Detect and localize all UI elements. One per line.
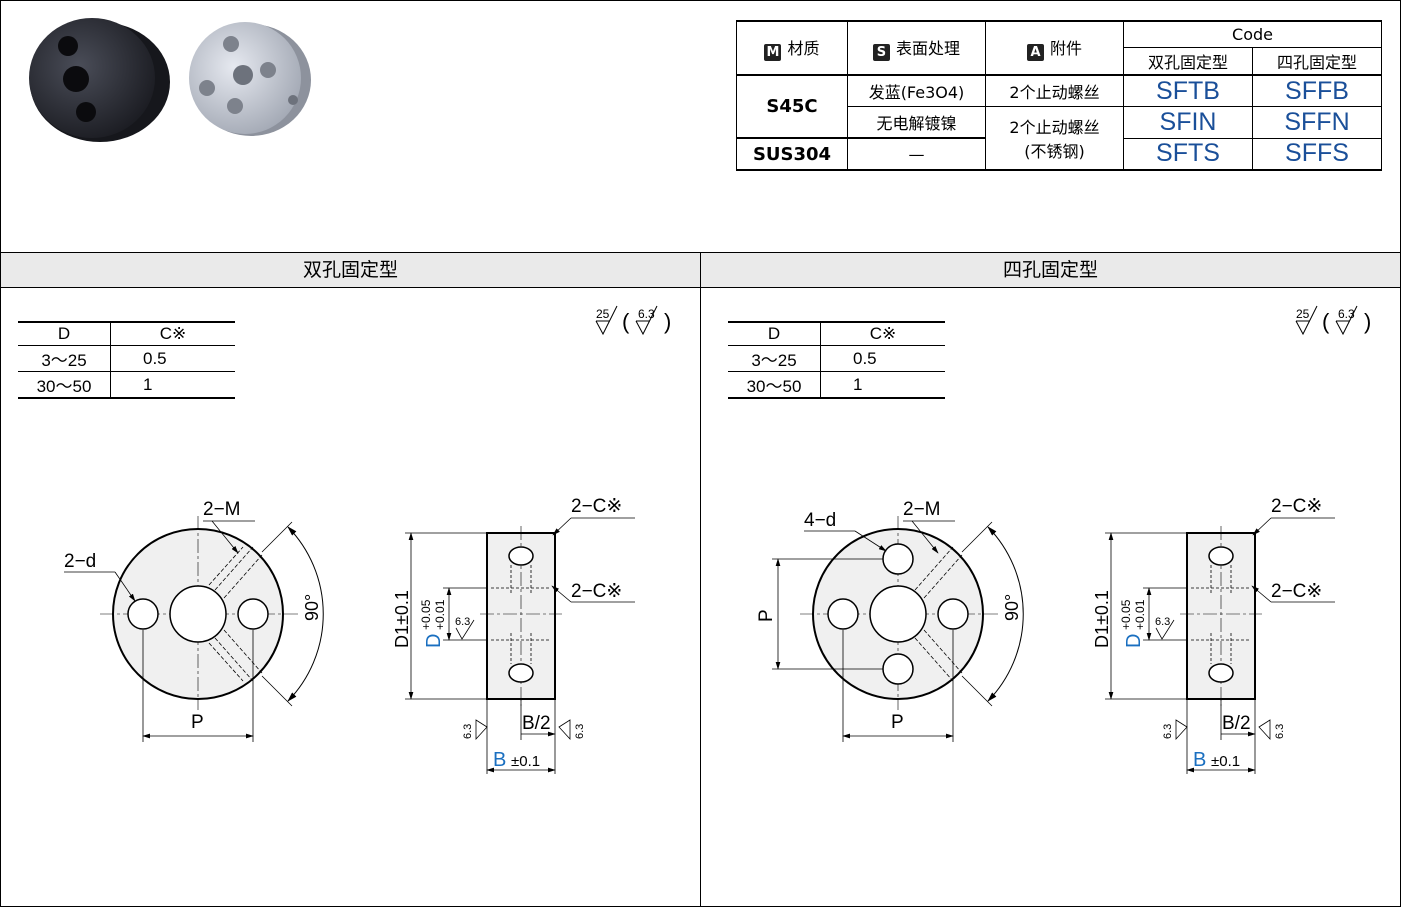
header-two-hole: 双孔固定型 [1123,47,1253,76]
accessory-tag-icon: A [1026,44,1044,61]
material-tag-icon: M [764,44,782,61]
cell-screws: 2个止动螺丝 [985,74,1124,107]
cell-sus304: SUS304 [736,137,848,171]
svg-text:+0.05: +0.05 [1119,599,1133,630]
code-sfts[interactable]: SFTS [1123,137,1253,171]
svg-text:6.3: 6.3 [574,724,586,739]
cell-blacken: 发蓝(Fe3O4) [847,74,986,107]
front-view-two-hole: 90° 2−M 2−d P [64,499,324,742]
code-sffb[interactable]: SFFB [1252,74,1382,107]
header-four-hole: 四孔固定型 [1252,47,1382,76]
front-view-four-hole: 90° 2−M 4−d P P [756,499,1024,742]
side-view-two-hole: D1±0.1 D +0.05 +0.01 6.3 2−C※ 2−C※ B/2 B… [392,496,635,774]
photo-silver-collar [189,22,311,136]
svg-text:90°: 90° [1002,594,1022,621]
svg-text:4−d: 4−d [804,510,836,531]
svg-text:2−C※: 2−C※ [1271,496,1322,517]
svg-text:25: 25 [1296,307,1310,321]
svg-text:(: ( [622,309,630,334]
svg-text:2−C※: 2−C※ [1271,581,1322,602]
section-header-two-hole: 双孔固定型 [1,252,700,288]
svg-text:2−d: 2−d [64,551,96,572]
svg-text:D1±0.1: D1±0.1 [392,590,412,648]
code-sftb[interactable]: SFTB [1123,74,1253,107]
svg-text:6.3: 6.3 [455,616,470,628]
svg-text:6.3: 6.3 [1274,724,1286,739]
svg-text:P: P [756,609,777,622]
cell-s45c: S45C [736,74,848,139]
svg-text:2−C※: 2−C※ [571,496,622,517]
svg-text:90°: 90° [302,594,322,621]
svg-text:±0.1: ±0.1 [1211,753,1240,770]
svg-text:2−M: 2−M [903,499,941,520]
svg-text:+0.01: +0.01 [433,599,447,630]
svg-text:): ) [1364,309,1371,334]
svg-text:): ) [664,309,671,334]
code-sfin[interactable]: SFIN [1123,106,1253,139]
svg-text:+0.05: +0.05 [419,599,433,630]
svg-text:B/2: B/2 [522,713,551,734]
section-header-four-hole: 四孔固定型 [701,252,1400,288]
svg-text:6.3: 6.3 [1162,724,1174,739]
svg-text:25: 25 [596,307,610,321]
svg-text:B/2: B/2 [1222,713,1251,734]
svg-text:2−C※: 2−C※ [571,581,622,602]
svg-text:P: P [191,712,204,733]
svg-text:+0.01: +0.01 [1133,599,1147,630]
svg-text:P: P [891,712,904,733]
svg-text:6.3: 6.3 [462,724,474,739]
svg-text:±0.1: ±0.1 [511,753,540,770]
side-view-four-hole: D1±0.1 D +0.05 +0.01 6.3 2−C※ 2−C※ B/2 B… [1092,496,1335,774]
photo-black-collar [29,18,170,142]
svg-text:D: D [423,634,445,648]
roughness-symbol-right: 25 ( 6.3 ) [1295,305,1371,336]
svg-text:B: B [1193,749,1206,771]
code-sffn[interactable]: SFFN [1252,106,1382,139]
svg-text:2−M: 2−M [203,499,241,520]
cell-screws-ss: 2个止动螺丝 (不锈钢) [985,106,1124,171]
drawing-four-hole: 90° 2−M 4−d P P D1±0.1 D [756,496,1335,774]
code-sffs[interactable]: SFFS [1252,137,1382,171]
svg-text:6.3: 6.3 [1155,616,1170,628]
header-code: Code [1123,20,1382,48]
svg-text:D: D [1123,634,1145,648]
svg-text:(: ( [1322,309,1330,334]
svg-text:D1±0.1: D1±0.1 [1092,590,1112,648]
section-divider [700,252,701,907]
drawing-two-hole: 90° 2−M 2−d P D1±0.1 D +0. [64,496,635,774]
svg-text:B: B [493,749,506,771]
cell-nickel: 无电解镀镍 [847,106,986,139]
roughness-symbol-left: 25 ( 6.3 ) [595,305,671,336]
surface-tag-icon: S [872,44,890,61]
cell-dash: — [847,137,986,171]
